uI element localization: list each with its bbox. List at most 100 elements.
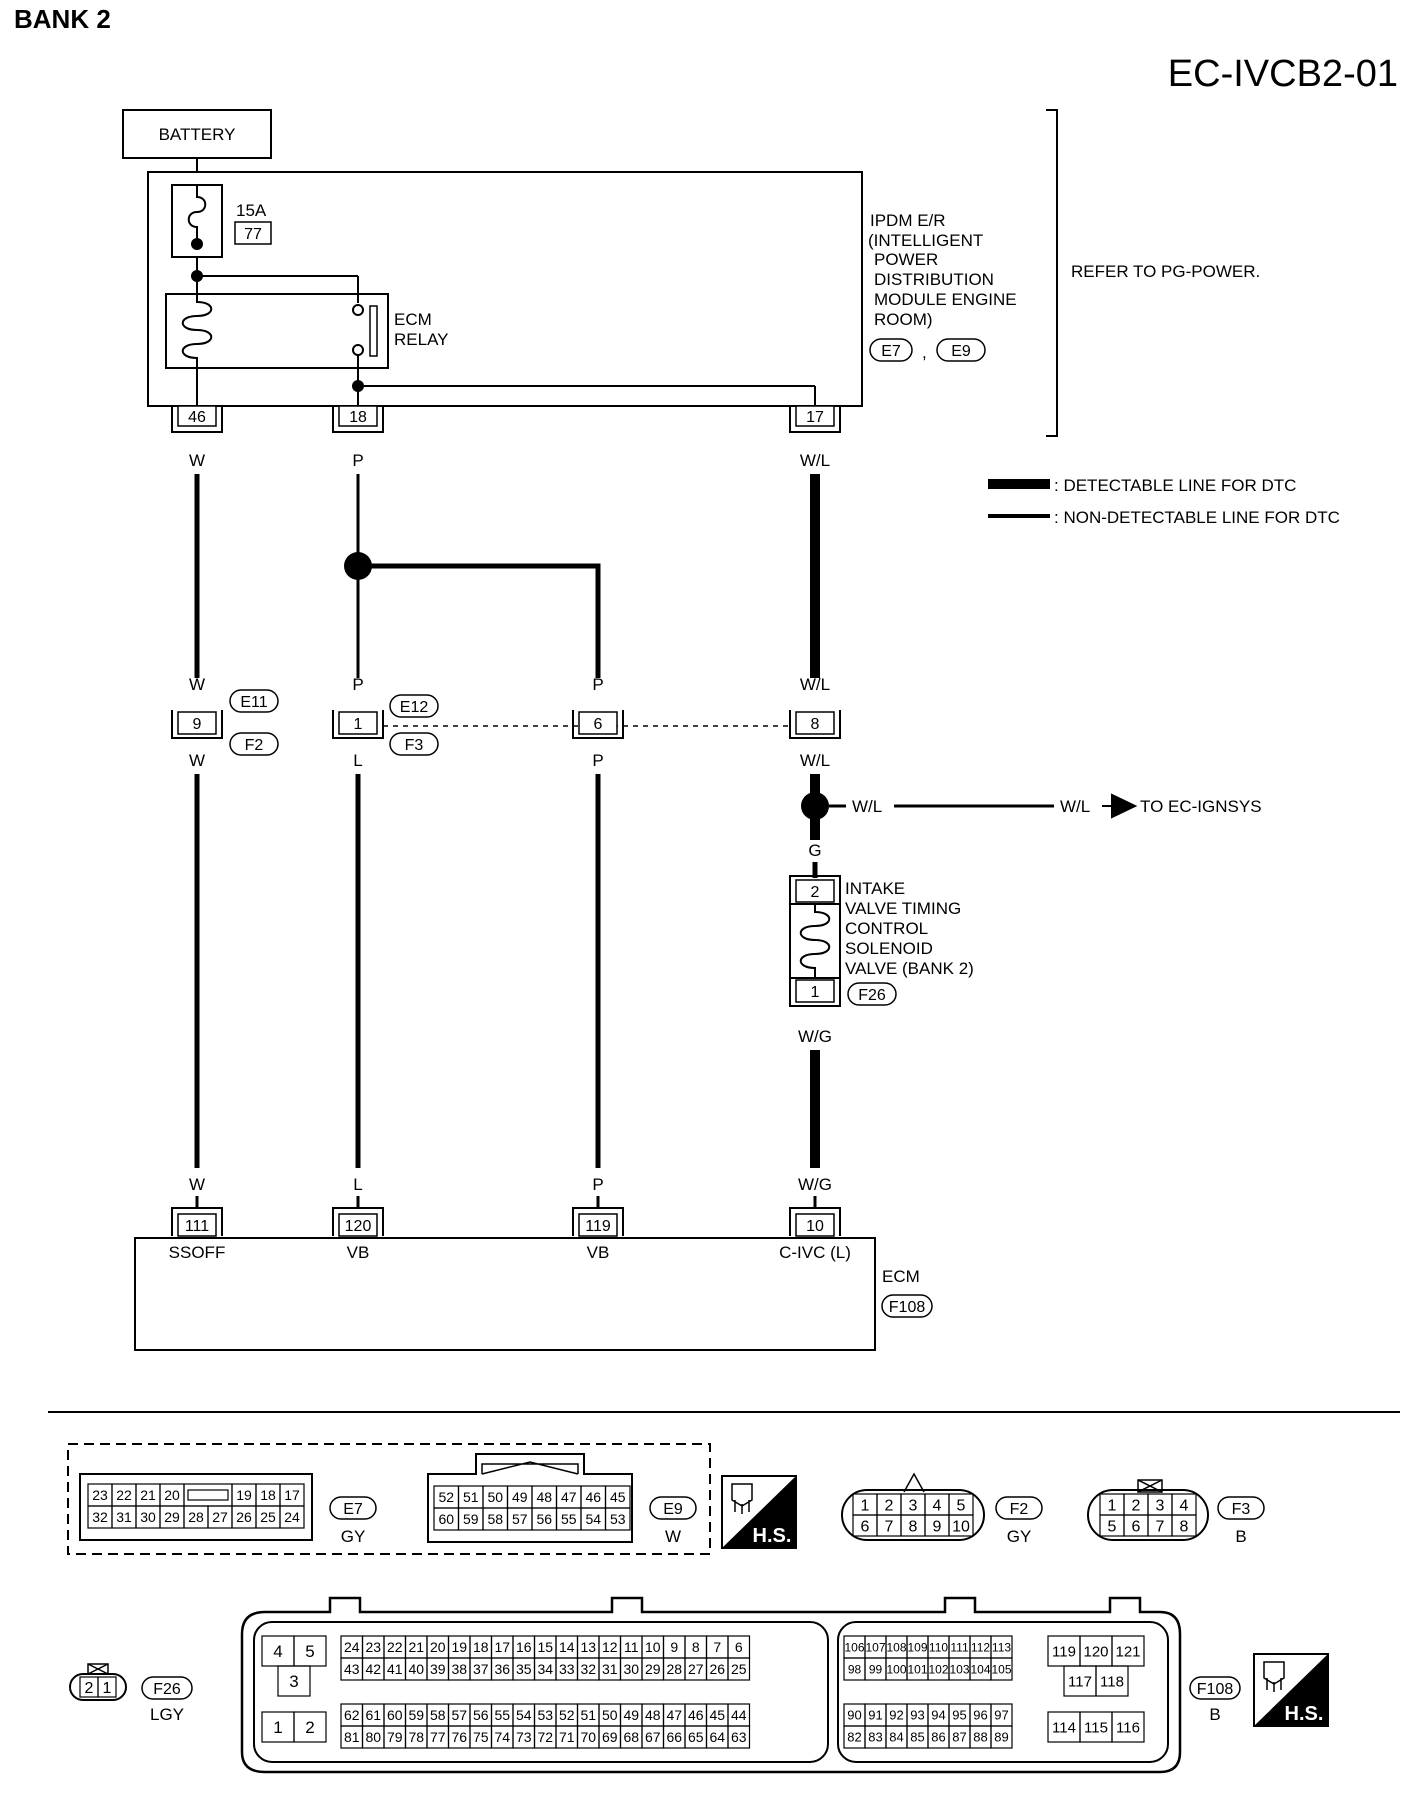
pin-number: 48 <box>645 1707 661 1723</box>
wire-label-l-2: L <box>353 1175 362 1194</box>
connector-view-f108-housing <box>240 1596 1182 1774</box>
pin-number: 1 <box>1108 1497 1117 1514</box>
ecm-pin-120: 120 <box>332 1207 384 1237</box>
pin-number: 95 <box>952 1708 966 1723</box>
svg-text:9: 9 <box>193 716 202 733</box>
pin-number: 111 <box>950 1640 969 1654</box>
pin-number: 88 <box>973 1730 987 1745</box>
pin-number: 31 <box>116 1509 132 1525</box>
pin-number: 52 <box>438 1489 454 1505</box>
svg-text:8: 8 <box>811 716 820 733</box>
legend-non-detectable-swatch <box>988 514 1050 518</box>
connector-view-f3-id: F3 <box>1232 1501 1251 1518</box>
pin-number: 23 <box>365 1639 381 1655</box>
pin-number: 49 <box>512 1489 528 1505</box>
pin-number: 6 <box>1132 1518 1141 1535</box>
pin-number: 20 <box>164 1487 180 1503</box>
pin-number: 20 <box>430 1639 446 1655</box>
pin-number: 32 <box>580 1661 596 1677</box>
refer-note: REFER TO PG-POWER. <box>1071 262 1260 281</box>
pin-number: 21 <box>408 1639 424 1655</box>
pin-number: 107 <box>865 1640 885 1654</box>
pin-number: 102 <box>928 1662 948 1676</box>
solenoid-label-2: VALVE TIMING <box>845 899 961 918</box>
pin-number: 66 <box>666 1729 682 1745</box>
pin-number: 41 <box>387 1661 403 1677</box>
wire-label-p-5: P <box>592 1175 603 1194</box>
ipdm-label-3: POWER <box>874 250 938 269</box>
relay-contact-icon <box>352 304 364 316</box>
ecm-relay-box <box>165 293 389 369</box>
pin-number: 2 <box>305 1718 314 1737</box>
wire-p-branch <box>358 563 601 678</box>
connector-ref-f108: F108 <box>889 1299 926 1316</box>
pin-number: 1 <box>861 1497 870 1514</box>
solenoid-pin-2: 2 <box>789 875 841 904</box>
pin-number: 42 <box>365 1661 381 1677</box>
pin-number: 121 <box>1115 1643 1140 1660</box>
connector-ref-f2: F2 <box>245 737 264 754</box>
svg-text:H.S.: H.S. <box>1285 1703 1324 1725</box>
wire-label-p-2: P <box>352 675 363 694</box>
wire-label-p-1: P <box>352 451 363 470</box>
pin-number: 9 <box>670 1639 678 1655</box>
pin-number: 24 <box>284 1509 300 1525</box>
fuse-number: 77 <box>244 226 262 243</box>
pin-number: 19 <box>451 1639 467 1655</box>
pin-number: 117 <box>1068 1673 1092 1690</box>
ecm-box <box>134 1237 876 1351</box>
ipdm-label-2: (INTELLIGENT <box>868 231 983 250</box>
pin-number: 82 <box>847 1730 861 1745</box>
pin-number: 11 <box>624 1639 639 1655</box>
pin-number: 21 <box>140 1487 156 1503</box>
pin-number: 51 <box>580 1707 596 1723</box>
pin-number: 32 <box>92 1509 108 1525</box>
relay-coil-icon <box>181 294 213 368</box>
pin-number: 7 <box>713 1639 721 1655</box>
pin-number: 74 <box>494 1729 510 1745</box>
pin-number: 10 <box>952 1518 970 1535</box>
pin-number: 8 <box>692 1639 700 1655</box>
pin-number: 30 <box>140 1509 156 1525</box>
pin-number: 16 <box>516 1639 532 1655</box>
connector-ref-e11: E11 <box>240 694 267 711</box>
fuse-rating: 15A <box>236 201 267 220</box>
legend-non-detectable: : NON-DETECTABLE LINE FOR DTC <box>1054 508 1340 527</box>
pin-number: 87 <box>952 1730 966 1745</box>
wire-label-wl-3: W/L <box>800 751 830 770</box>
pin-number: 55 <box>561 1511 577 1527</box>
ecm-label: ECM <box>882 1267 920 1286</box>
pin-number: 53 <box>537 1707 553 1723</box>
pin-number: 104 <box>970 1662 990 1676</box>
connector-view-f26-id: F26 <box>153 1681 181 1698</box>
pin-number: 116 <box>1116 1719 1140 1736</box>
pin-number: 3 <box>289 1672 298 1691</box>
ipdm-pin-17: 17 <box>789 405 841 433</box>
pin-number: 89 <box>994 1730 1008 1745</box>
pin-number: 58 <box>487 1511 503 1527</box>
pin-number: 96 <box>973 1708 987 1723</box>
pin-number: 40 <box>408 1661 424 1677</box>
connector-view-f2-key <box>903 1472 925 1493</box>
diagram-code: EC-IVCB2-01 <box>1168 53 1398 95</box>
svg-text:18: 18 <box>349 409 367 426</box>
pin-number: 35 <box>516 1661 532 1677</box>
solenoid-coil-icon <box>799 904 831 978</box>
pin-number: 22 <box>116 1487 132 1503</box>
connector-ref-f3: F3 <box>405 737 424 754</box>
ipdm-box <box>147 171 863 407</box>
svg-text:1: 1 <box>354 716 363 733</box>
pin-number: 57 <box>451 1707 467 1723</box>
pin-number: 86 <box>931 1730 945 1745</box>
ign-destination: TO EC-IGNSYS <box>1140 797 1262 816</box>
ecm-pin-119: 119 <box>572 1207 624 1237</box>
svg-text:17: 17 <box>806 409 824 426</box>
connector-view-f108-color: B <box>1209 1705 1220 1724</box>
pin-number: 2 <box>885 1497 894 1514</box>
pin-number: 26 <box>709 1661 725 1677</box>
pin-number: 119 <box>1052 1643 1076 1660</box>
svg-text:6: 6 <box>594 716 603 733</box>
